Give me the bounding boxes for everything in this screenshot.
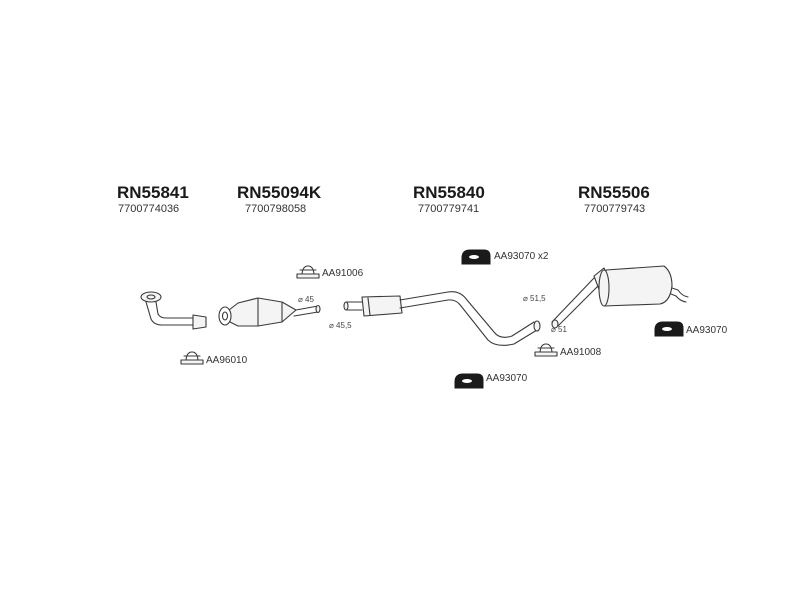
section-ref-2: RN55094K xyxy=(237,183,322,202)
clamp-aa96010-icon xyxy=(180,351,204,365)
diameter-rear-in: ⌀ 51,5 xyxy=(523,294,546,303)
section-number-3: 7700779741 xyxy=(418,203,480,215)
part-label-aa91006: AA91006 xyxy=(322,268,364,279)
section-ref-1: RN55841 xyxy=(117,183,189,202)
clamp-aa91008-icon xyxy=(534,343,558,357)
diameter-cat-out: ⌀ 45 xyxy=(298,295,314,304)
section-ref-3: RN55840 xyxy=(413,183,485,202)
section-number-1: 7700774036 xyxy=(118,203,180,215)
rear-silencer-icon xyxy=(551,265,689,329)
section-number-2: 7700798058 xyxy=(245,203,307,215)
part-label-aa91008: AA91008 xyxy=(560,347,602,358)
part-label-aa93070-mid: AA93070 xyxy=(486,373,528,384)
section-ref-4: RN55506 xyxy=(578,183,650,202)
clamp-aa91006-icon xyxy=(296,265,320,279)
diameter-mid-out: ⌀ 51 xyxy=(551,325,567,334)
intermediate-pipe-icon xyxy=(343,291,541,346)
diameter-mid-in: ⌀ 45,5 xyxy=(329,321,352,330)
catalyst-icon xyxy=(218,297,321,327)
front-pipe-icon xyxy=(140,291,207,330)
part-label-aa93070-x2: AA93070 x2 xyxy=(494,251,549,262)
section-number-4: 7700779743 xyxy=(584,203,646,215)
part-label-aa93070-right: AA93070 xyxy=(686,325,728,336)
part-label-aa96010: AA96010 xyxy=(206,355,248,366)
